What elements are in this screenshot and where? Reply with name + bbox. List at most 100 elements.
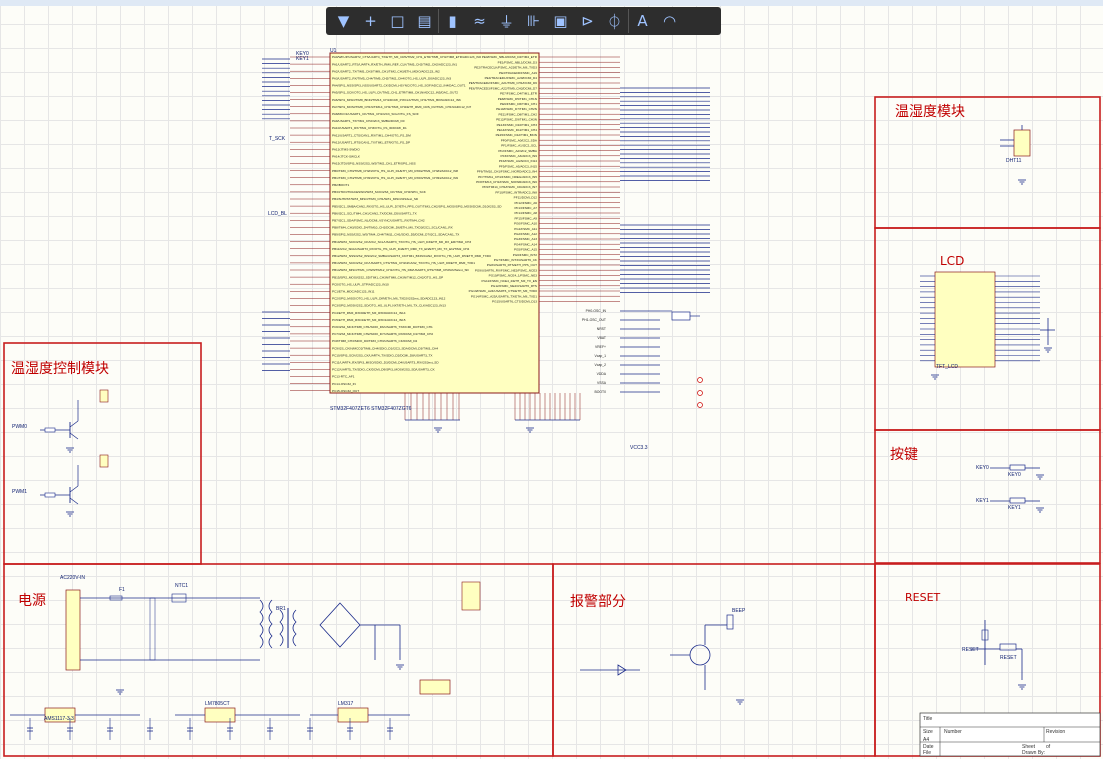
- module-title-temp-humidity-control: 温湿度控制模块: [11, 361, 109, 377]
- window-top-bar: [0, 0, 1103, 6]
- module-title-keys: 按键: [890, 447, 918, 463]
- title-block-sheet-label: Sheet: [1022, 744, 1036, 750]
- net-vcc33: VCC3.3: [630, 445, 648, 451]
- mcu-pin-label-right: PE8/FSMC_D5/TIM1_CH1N: [498, 97, 537, 101]
- mcu-power-pin: NRST: [597, 327, 606, 331]
- header-connector: [461, 581, 481, 611]
- wire-icon[interactable]: ≈: [473, 12, 486, 30]
- mcu-pin-label-right: PF7/TIM11_CH1/FSMC_NREG/ADC3_IN5: [478, 175, 537, 179]
- transistor-emitter: [69, 432, 79, 440]
- chip-icon[interactable]: ▣: [553, 12, 568, 30]
- mcu-pin-label-right: PG1/FSMC_A11: [514, 227, 537, 231]
- mcu-pin-label-right: PE9/FSMC_D6/TIM1_CH1: [500, 102, 537, 106]
- mcu-pin-label-right: PF15/FSMC_A9: [514, 216, 537, 220]
- crosshair-icon[interactable]: +: [364, 12, 377, 30]
- mcu-part-label: STM32F407ZET6 STM32F407ZGT6: [330, 406, 412, 412]
- mcu-pin-label-left: PA10/USART1_RX/TIM1_CH3/OTG_FS_ID/DCMI_D…: [332, 126, 407, 130]
- power-connector-label: AC220V-IN: [60, 575, 86, 581]
- mcu-pin-label-left: PA15/JTDI/SPI3_NSS/I2S3_WS/TIM2_CH1_ETR/…: [332, 162, 416, 166]
- port-vcc2: [697, 402, 703, 408]
- title-block-of-label: of: [1046, 744, 1051, 750]
- title-block-title-label: Title: [923, 716, 933, 722]
- crystal-8m: [671, 311, 691, 321]
- mcu-pin-label-left: PB11/I2C2_SDA/USART3_RX/OTG_HS_ULPI_D4/E…: [332, 247, 470, 251]
- ntc: [171, 593, 187, 603]
- title-block-file-label: File: [923, 750, 932, 756]
- mcu-pin-label-left: PC14-OSC32_IN: [332, 382, 356, 386]
- key0-switch: [1009, 464, 1026, 471]
- mcu-pin-label-left: PC3/SPI2_MOSI/I2S2_SD/OTG_HS_ULPI_NXT/ET…: [332, 304, 446, 308]
- mcu-pin-label-right: PF2/FSMC_A2/I2C2_SMBA: [498, 149, 538, 153]
- bus-icon[interactable]: ⊪: [526, 12, 541, 30]
- mcu-pin-label-right: PG5/FSMC_A15: [514, 248, 537, 252]
- module-title-temp-humidity: 温湿度模块: [895, 104, 965, 120]
- module-title-power: 电源: [18, 593, 46, 609]
- module-title-alarm: 报警部分: [570, 594, 626, 610]
- mcu-pin-label-right: PE6/TRACED3/FSMC_A22/TIM9_CH2/DCMI_D7: [469, 86, 538, 90]
- ground-icon[interactable]: ⏚: [498, 12, 514, 31]
- align-icon[interactable]: ▤: [417, 12, 432, 30]
- mcu-pin-label-left: PA4/SPI1_NSS/SPI3_NSS/USART2_CK/DCMI_HSY…: [332, 84, 466, 88]
- mcu-pin-label-right: PG13/FSMC_A24/USART6_CTS/ETH_MII_TXD0: [469, 289, 538, 293]
- mcu-pin-label-left: PB6/I2C1_SCL/TIM4_CH1/CAN2_TX/DCMI_D5/US…: [332, 211, 417, 215]
- mcu-pin-label-left: PA11/USART1_CTS/CAN1_RX/TIM1_CH4/OTG_FS_…: [332, 133, 411, 137]
- probe-icon[interactable]: ⏀: [606, 12, 622, 31]
- title-block: [919, 712, 1101, 757]
- mcu-pin-label-right: PE0/FSMC_NBL0/DCMI_D2/TIM4_ETR: [482, 55, 538, 59]
- mcu-pin-label-left: PC8/TIM8_CH3/SDIO_D0/TIM3_CH3/USART6_CK/…: [332, 339, 417, 343]
- select-rect-icon[interactable]: □: [390, 12, 405, 30]
- key0-label: KEY0: [1008, 472, 1021, 478]
- module-title-lcd: LCD: [940, 254, 965, 268]
- mcu-pin-label-left: PA1/USART2_RTS/UART4_RX/ETH_RMII_REF_CLK…: [332, 62, 457, 66]
- buzzer: [726, 614, 734, 630]
- mcu-pin-label-left: PC4/ETH_RMII_RXD0/ETH_MII_RXD0/ADC12_IN1…: [332, 311, 406, 315]
- key1-switch: [1009, 497, 1026, 504]
- mcu-pin-label-right: PF12/FSMC_A6: [514, 201, 537, 205]
- mcu-pin-label-right: PE7/FSMC_D4/TIM1_ETR: [500, 92, 538, 96]
- mcu-body: [329, 52, 540, 394]
- mcu-pin-label-right: PG9/USART6_RX/FSMC_NE2/FSMC_NCE3: [475, 268, 537, 272]
- mcu-pin-label-left: PA7/SPI1_MOSI/TIM8_CH1N/TIM14_CH1/TIM3_C…: [332, 105, 471, 109]
- reset-resistor: [981, 629, 989, 641]
- text-icon[interactable]: A: [628, 9, 656, 33]
- mcu-pin-label-right: PE13/FSMC_D10/TIM1_CH3: [497, 123, 538, 127]
- filter-icon[interactable]: ▼: [337, 12, 350, 30]
- power-connector: [65, 589, 81, 671]
- mcu-pin-label-right: PG10/FSMC_NCE4_1/FSMC_NE3: [489, 274, 538, 278]
- port-gnd: [697, 390, 703, 396]
- dht11-body: [1013, 129, 1031, 157]
- led-diode: [617, 664, 627, 676]
- mcu-power-pin: Vcap_1: [595, 354, 607, 358]
- dht11-label: DHT11: [1006, 158, 1022, 164]
- mcu-pin-label-right: PE10/FSMC_D7/TIM1_CH2N: [496, 107, 537, 111]
- net-lcd-bl: LCD_BL: [268, 211, 287, 217]
- mcu-pin-label-left: PC13-RTC_AF1: [332, 375, 355, 379]
- mcu-power-pin: VDDA: [597, 372, 607, 376]
- mcu-pin-label-left: PB14/SPI2_MISO/TIM1_CH2N/TIM12_CH1/OTG_H…: [332, 268, 470, 272]
- title-block-number-label: Number: [944, 729, 962, 735]
- arc-icon[interactable]: ◠: [662, 12, 677, 30]
- mcu-pin-label-right: PG3/FSMC_A13: [514, 237, 537, 241]
- net-key1: KEY1: [976, 498, 989, 504]
- fuse-label: F1: [119, 587, 125, 593]
- port-icon[interactable]: ⊳: [581, 12, 594, 30]
- lm7805-label: LM7805CT: [205, 701, 230, 707]
- mcu-pin-label-right: PE11/FSMC_D8/TIM1_CH2: [499, 112, 538, 116]
- mcu-power-pin: PH0-OSC_IN: [586, 309, 607, 313]
- mcu-pin-label-right: PE15/FSMC_D12/TIM1_BKIN: [496, 133, 537, 137]
- mcu-pin-label-left: PB15/SPI2_MOSI/I2S2_SD/TIM1_CH3N/TIM8_CH…: [332, 275, 443, 279]
- component-icon[interactable]: ▮: [438, 9, 466, 33]
- mcu-pin-label-right: PE3/TRACED0/FSMC_A19: [499, 71, 537, 75]
- mcu-pin-label-right: PG0/FSMC_A10: [514, 222, 537, 226]
- mcu-pin-label-left: PA6/SPI1_MISO/TIM8_BKIN/TIM13_CH1/DCMI_P…: [332, 98, 461, 102]
- mcu-pin-label-right: PF4/FSMC_A4/ADC3_IN14: [499, 159, 537, 163]
- mcu-pin-label-right: PF1/FSMC_A1/I2C2_SCL: [501, 144, 537, 148]
- x-cap: [149, 597, 156, 661]
- net-key0: KEY0: [976, 465, 989, 471]
- mcu-pin-label-left: PA5/SPI1_SCK/OTG_HS_ULPI_CK/TIM2_CH1_ETR…: [332, 91, 458, 95]
- mcu-pin-label-left: PC11/UART4_RX/SPI3_MISO/SDIO_D3/DCMI_D4/…: [332, 361, 439, 365]
- fuse: [109, 595, 123, 601]
- key1-label: KEY1: [1008, 505, 1021, 511]
